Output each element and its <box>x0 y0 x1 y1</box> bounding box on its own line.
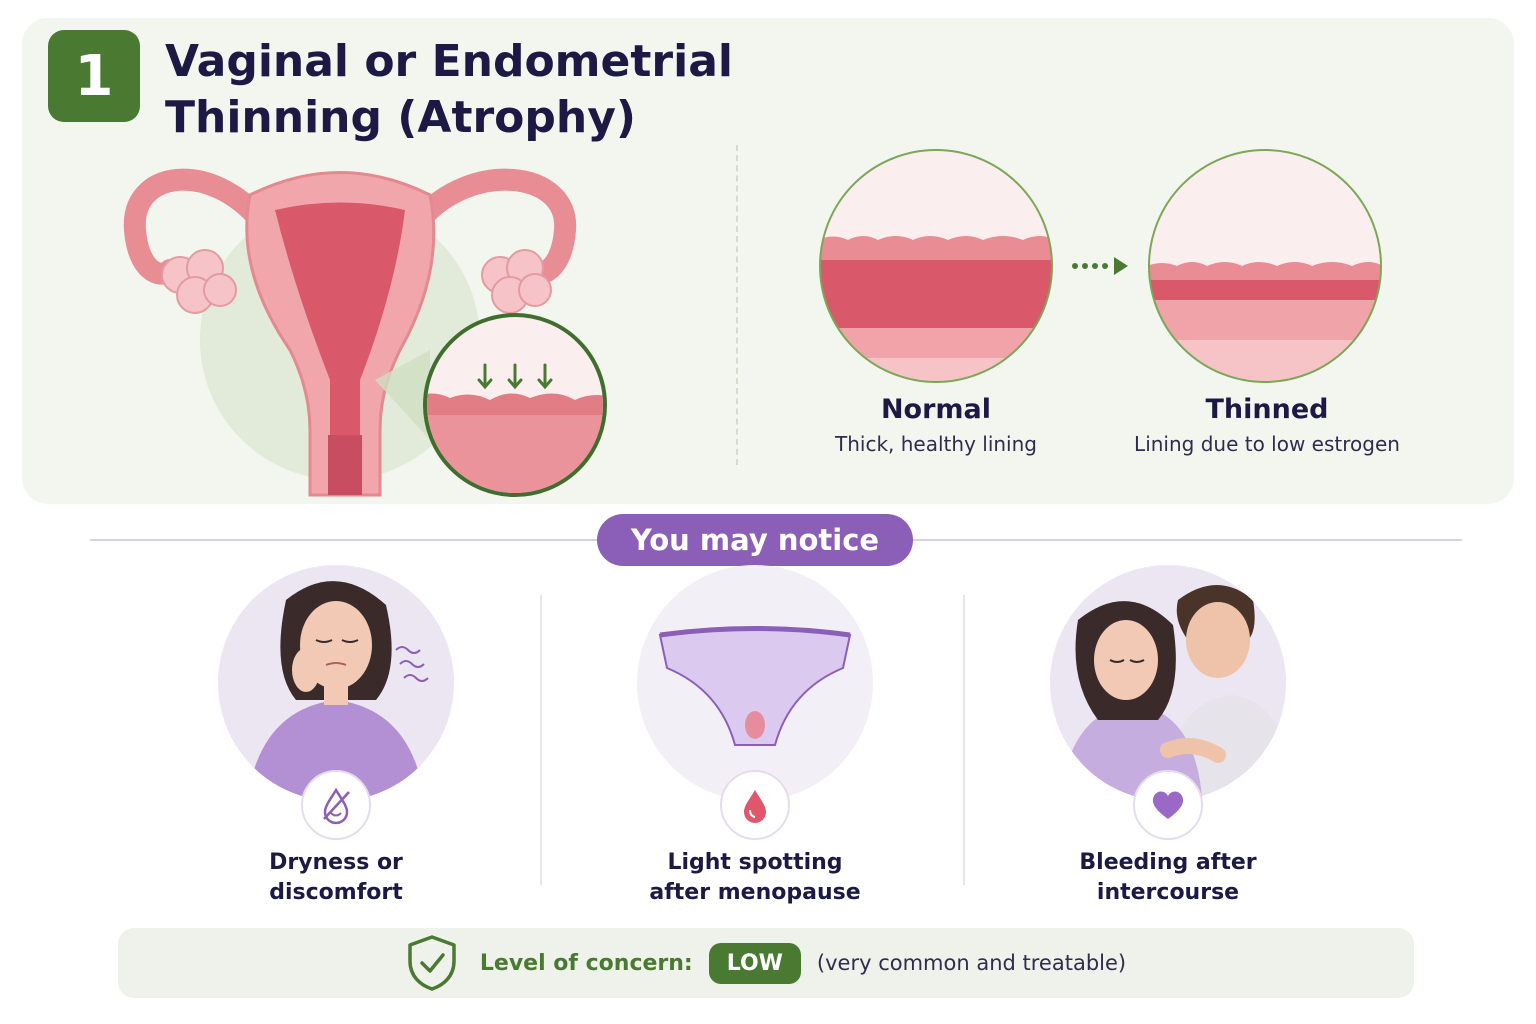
shield-check-icon <box>408 935 456 991</box>
concern-level-bar: Level of concern: LOW (very common and t… <box>118 928 1414 998</box>
thinned-lining-circle <box>1148 149 1382 383</box>
heart-icon <box>1133 770 1203 840</box>
no-drop-icon <box>301 770 371 840</box>
symptom-line-2: intercourse <box>1096 880 1240 905</box>
normal-lining-circle <box>819 149 1053 383</box>
symptom-label: Light spotting after menopause <box>605 848 905 908</box>
section-rule-right <box>910 539 1462 541</box>
blood-drop-icon <box>720 770 790 840</box>
symptom-label: Dryness or discomfort <box>186 848 486 908</box>
symptom-bleeding-intercourse: Bleeding after intercourse <box>1018 560 1318 910</box>
symptom-line-1: Bleeding after <box>1079 850 1257 875</box>
title-line-1: Vaginal or Endometrial <box>165 36 733 87</box>
section-number-badge: 1 <box>48 30 140 122</box>
concern-level-badge: LOW <box>708 942 801 984</box>
normal-label: Normal <box>880 394 992 425</box>
section-rule-left <box>90 539 600 541</box>
page-title: Vaginal or Endometrial Thinning (Atrophy… <box>165 34 785 146</box>
concern-label: Level of concern: <box>479 950 693 976</box>
symptom-line-1: Dryness or <box>269 850 403 875</box>
progression-arrow-icon <box>1072 257 1128 275</box>
couple-illustration <box>1050 565 1286 801</box>
concern-note: (very common and treatable) <box>816 951 1127 975</box>
symptom-line-2: discomfort <box>269 880 403 905</box>
woman-discomfort-illustration <box>218 565 454 801</box>
uterus-illustration <box>123 168 607 497</box>
normal-caption: Thick, healthy lining <box>835 432 1037 456</box>
symptom-line-1: Light spotting <box>667 850 843 875</box>
title-line-2: Thinning (Atrophy) <box>165 92 637 143</box>
symptom-line-2: after menopause <box>649 880 861 905</box>
underwear-illustration <box>637 565 873 801</box>
thinned-label: Thinned <box>1205 394 1329 425</box>
thinned-caption: Lining due to low estrogen <box>1134 432 1400 456</box>
symptom-spotting: Light spotting after menopause <box>605 560 905 910</box>
symptom-label: Bleeding after intercourse <box>1018 848 1318 908</box>
symptom-dryness: Dryness or discomfort <box>186 560 486 910</box>
column-divider <box>963 595 965 885</box>
panel-divider <box>736 145 738 465</box>
notice-heading: You may notice <box>597 514 913 566</box>
column-divider <box>540 595 542 885</box>
